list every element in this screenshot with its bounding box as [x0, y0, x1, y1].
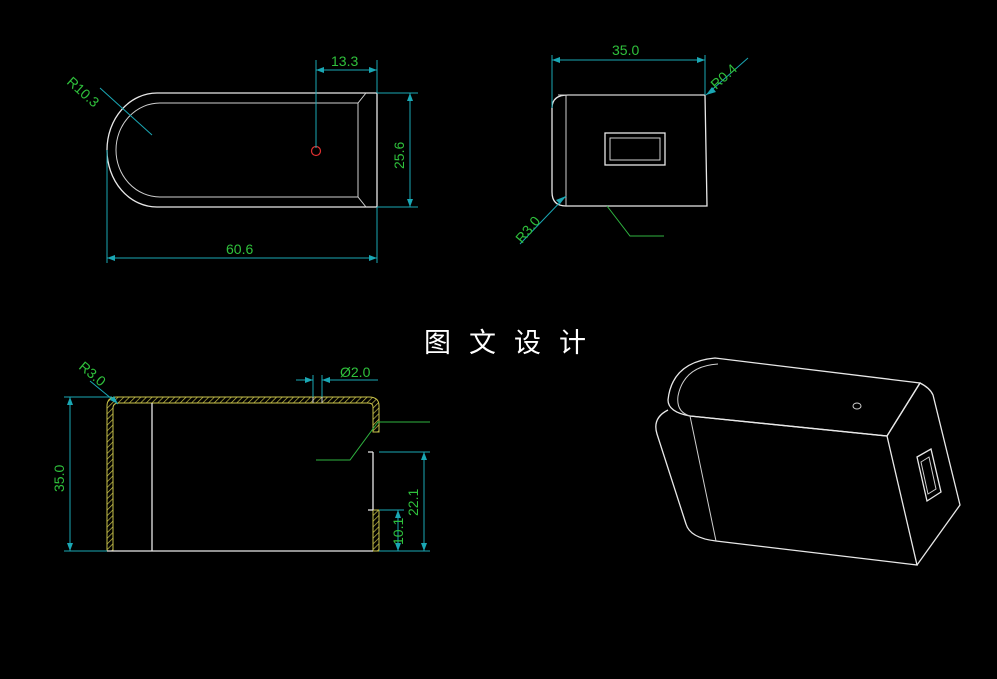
section-corner-radius-label: R3.0 — [76, 358, 109, 389]
top-view-inner-outline — [115, 92, 367, 208]
section-hatch-lower — [372, 509, 380, 552]
end-view-outline — [551, 94, 708, 207]
usb-port-inner — [609, 137, 661, 161]
corner-radius-label-end: R3.0 — [512, 213, 543, 246]
iso-end-face — [886, 382, 961, 566]
end-view: 35.0 R0.4 R3.0 — [512, 42, 749, 246]
port-opening — [368, 451, 374, 511]
iso-side-face — [655, 409, 918, 566]
offset-dim-label: 13.3 — [331, 53, 358, 69]
top-view-outer-outline — [106, 92, 378, 208]
drawing-title: 图文设计 — [424, 328, 604, 359]
width-dim-label: 35.0 — [612, 42, 639, 58]
height-dim-label: 25.6 — [391, 142, 407, 169]
port-top-label: 22.1 — [405, 489, 421, 516]
section-hatch-wall — [106, 396, 380, 552]
hole-diameter-label: Ø2.0 — [340, 364, 371, 380]
port-bottom-label: 10.1 — [390, 518, 406, 545]
length-dim-label: 60.6 — [226, 241, 253, 257]
section-view-leader — [316, 421, 430, 461]
iso-hole-icon — [852, 402, 862, 410]
section-leader — [606, 205, 664, 237]
iso-usb-port — [916, 448, 942, 503]
top-view: R10.3 13.3 25.6 60.6 — [64, 53, 418, 263]
section-view: R3.0 Ø2.0 35.0 22.1 10.1 — [51, 358, 430, 552]
usb-port-outer — [604, 132, 666, 166]
section-height-label: 35.0 — [51, 465, 67, 492]
top-radius-label: R10.3 — [64, 73, 103, 110]
iso-top-face — [667, 357, 922, 437]
isometric-view — [655, 357, 961, 566]
radius-leader — [99, 87, 153, 136]
